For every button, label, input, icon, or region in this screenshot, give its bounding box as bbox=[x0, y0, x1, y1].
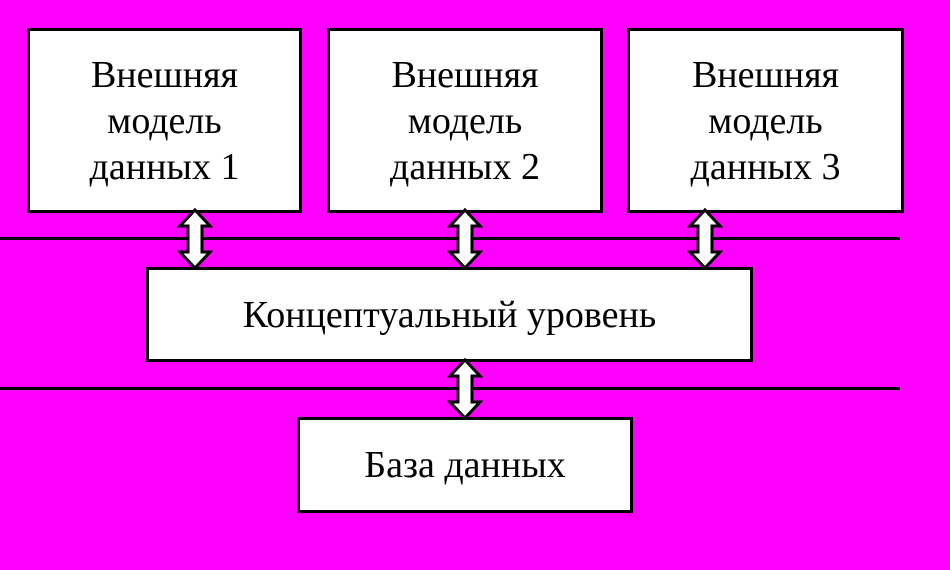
double-arrow-icon-model-3 bbox=[686, 207, 724, 271]
external-model-1-label: Внешняя модель данных 1 bbox=[89, 53, 240, 188]
double-arrow-icon-model-2 bbox=[446, 207, 484, 271]
conceptual-level-box: Концептуальный уровень bbox=[146, 267, 753, 362]
double-arrow-icon-database bbox=[446, 357, 484, 421]
external-model-3-box: Внешняя модель данных 3 bbox=[627, 28, 904, 213]
double-arrow-icon-model-1 bbox=[176, 207, 214, 271]
external-model-2-box: Внешняя модель данных 2 bbox=[327, 28, 603, 213]
conceptual-level-label: Концептуальный уровень bbox=[242, 293, 657, 336]
external-model-1-box: Внешняя модель данных 1 bbox=[27, 28, 302, 213]
external-model-2-label: Внешняя модель данных 2 bbox=[390, 53, 540, 188]
lower-separator-line bbox=[0, 387, 900, 390]
external-model-3-label: Внешняя модель данных 3 bbox=[690, 53, 841, 188]
database-label: База данных bbox=[364, 444, 566, 486]
upper-separator-line bbox=[0, 237, 900, 240]
